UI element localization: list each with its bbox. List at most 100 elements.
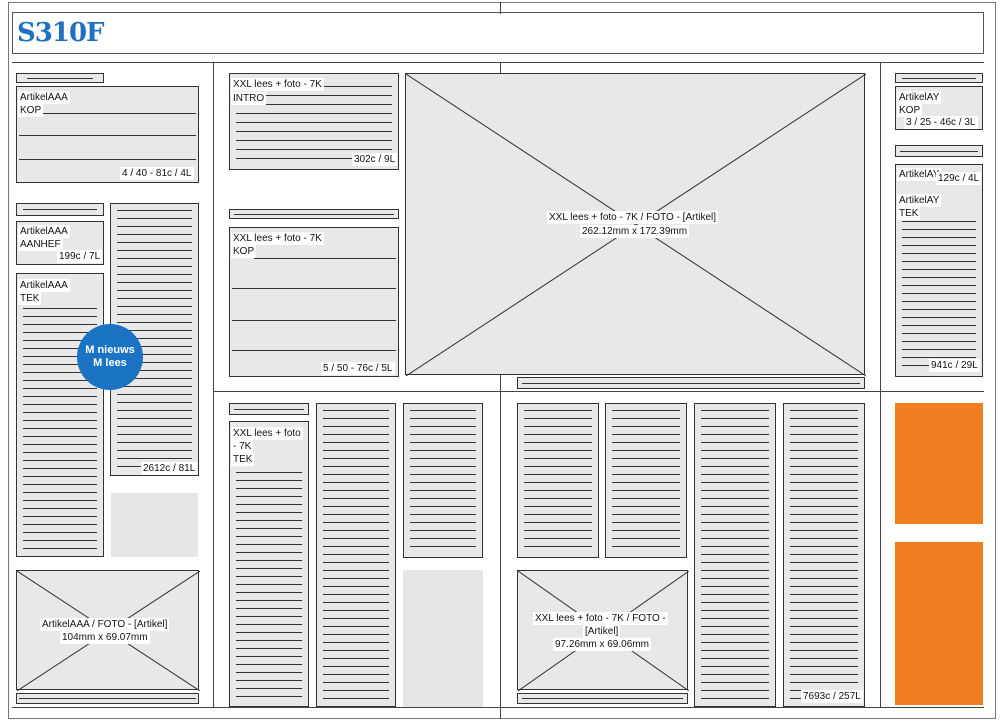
text-line: [612, 546, 680, 547]
col1-tek-left-frame[interactable]: [16, 273, 104, 557]
col3-tek-frame-3[interactable]: [694, 403, 776, 707]
main-photo-frame[interactable]: [405, 73, 866, 376]
text-line: [701, 650, 769, 651]
col2-tek-header-stripe[interactable]: [229, 403, 309, 415]
text-line: [236, 632, 302, 633]
text-line: [117, 266, 192, 267]
ad-block-bottom[interactable]: [895, 542, 983, 705]
text-line: [117, 298, 192, 299]
text-line: [236, 504, 302, 505]
text-line: [323, 562, 389, 563]
col2-kop-header-stripe[interactable]: [229, 209, 399, 219]
col3-tek-frame-1[interactable]: [517, 403, 599, 558]
col2-tek-role: TEK: [231, 453, 255, 466]
text-line: [701, 458, 769, 459]
text-line: [701, 546, 769, 547]
col2-tek-frame-1[interactable]: [229, 421, 309, 707]
col5-aanhef-header-stripe[interactable]: [895, 145, 983, 157]
text-line: [701, 666, 769, 667]
text-line: [236, 158, 392, 159]
text-line: [524, 482, 592, 483]
text-line: [790, 554, 858, 555]
text-line: [790, 530, 858, 531]
ad-block-top[interactable]: [895, 403, 983, 524]
col3-tek-frame-4[interactable]: [783, 403, 865, 707]
column-divider-right: [880, 62, 881, 707]
text-line: [236, 104, 392, 105]
header-rule: [12, 62, 984, 63]
col2-tek-frame-2[interactable]: [316, 403, 396, 707]
text-line: [790, 602, 858, 603]
text-line: [117, 370, 192, 371]
col1-footer-stripe[interactable]: [16, 693, 199, 704]
text-line: [701, 554, 769, 555]
text-line: [790, 506, 858, 507]
text-line: [323, 442, 389, 443]
text-line: [701, 442, 769, 443]
text-line: [701, 634, 769, 635]
text-line: [323, 634, 389, 635]
text-line: [117, 410, 192, 411]
text-line: [902, 341, 976, 342]
text-line: [612, 458, 680, 459]
col1-aanhef-header-stripe[interactable]: [16, 203, 104, 216]
col2-kop-frame[interactable]: [229, 227, 399, 377]
text-line: [236, 672, 302, 673]
col5-kop-role: KOP: [897, 104, 923, 117]
nieuws-badge[interactable]: M nieuws M lees: [77, 324, 143, 390]
masthead-frame: [12, 12, 984, 54]
main-photo-caption-1: XXL lees + foto - 7K / FOTO - [Artikel]: [547, 211, 719, 224]
main-photo-footer-stripe[interactable]: [517, 377, 865, 389]
text-line: [410, 514, 476, 515]
text-line: [410, 450, 476, 451]
text-line: [23, 308, 97, 309]
text-line: [790, 498, 858, 499]
text-line: [323, 466, 389, 467]
text-line: [902, 325, 976, 326]
text-line: [323, 450, 389, 451]
text-line: [701, 514, 769, 515]
text-line: [236, 608, 302, 609]
text-line: [117, 218, 192, 219]
text-line: [236, 624, 302, 625]
text-line: [23, 516, 97, 517]
small-photo-footer-stripe[interactable]: [517, 693, 688, 704]
text-line: [902, 277, 976, 278]
text-line: [23, 508, 97, 509]
text-line: [117, 314, 192, 315]
col1-kop-header-stripe[interactable]: [16, 73, 104, 83]
text-line: [790, 570, 858, 571]
text-line: [323, 594, 389, 595]
text-line: [410, 458, 476, 459]
text-line: [23, 436, 97, 437]
text-line: [236, 122, 392, 123]
text-line: [612, 514, 680, 515]
text-line: [701, 658, 769, 659]
text-line: [701, 562, 769, 563]
col3-tek-frame-2[interactable]: [605, 403, 687, 558]
text-line: [236, 536, 302, 537]
text-line: [23, 396, 97, 397]
text-line: [790, 682, 858, 683]
col1-photo-caption-1: ArtikelAAA / FOTO - [Artikel]: [40, 618, 170, 631]
col2-tek-frame-3[interactable]: [403, 403, 483, 558]
text-line: [612, 490, 680, 491]
text-line: [23, 412, 97, 413]
col2-kop-stats: 5 / 50 - 76c / 5L: [321, 362, 395, 375]
col5-tek-name: ArtikelAY: [897, 194, 942, 207]
text-line: [902, 349, 976, 350]
badge-line-2: M lees: [93, 357, 127, 369]
text-line: [23, 316, 97, 317]
text-line: [117, 290, 192, 291]
text-line: [612, 522, 680, 523]
col5-kop-header-stripe[interactable]: [895, 73, 983, 83]
text-line: [323, 482, 389, 483]
col1-image-placeholder[interactable]: [111, 493, 198, 557]
text-line: [23, 364, 97, 365]
text-line: [117, 234, 192, 235]
text-line: [117, 362, 192, 363]
col2-image-placeholder[interactable]: [403, 570, 483, 707]
text-line: [236, 480, 302, 481]
text-line: [236, 140, 392, 141]
text-line: [790, 594, 858, 595]
